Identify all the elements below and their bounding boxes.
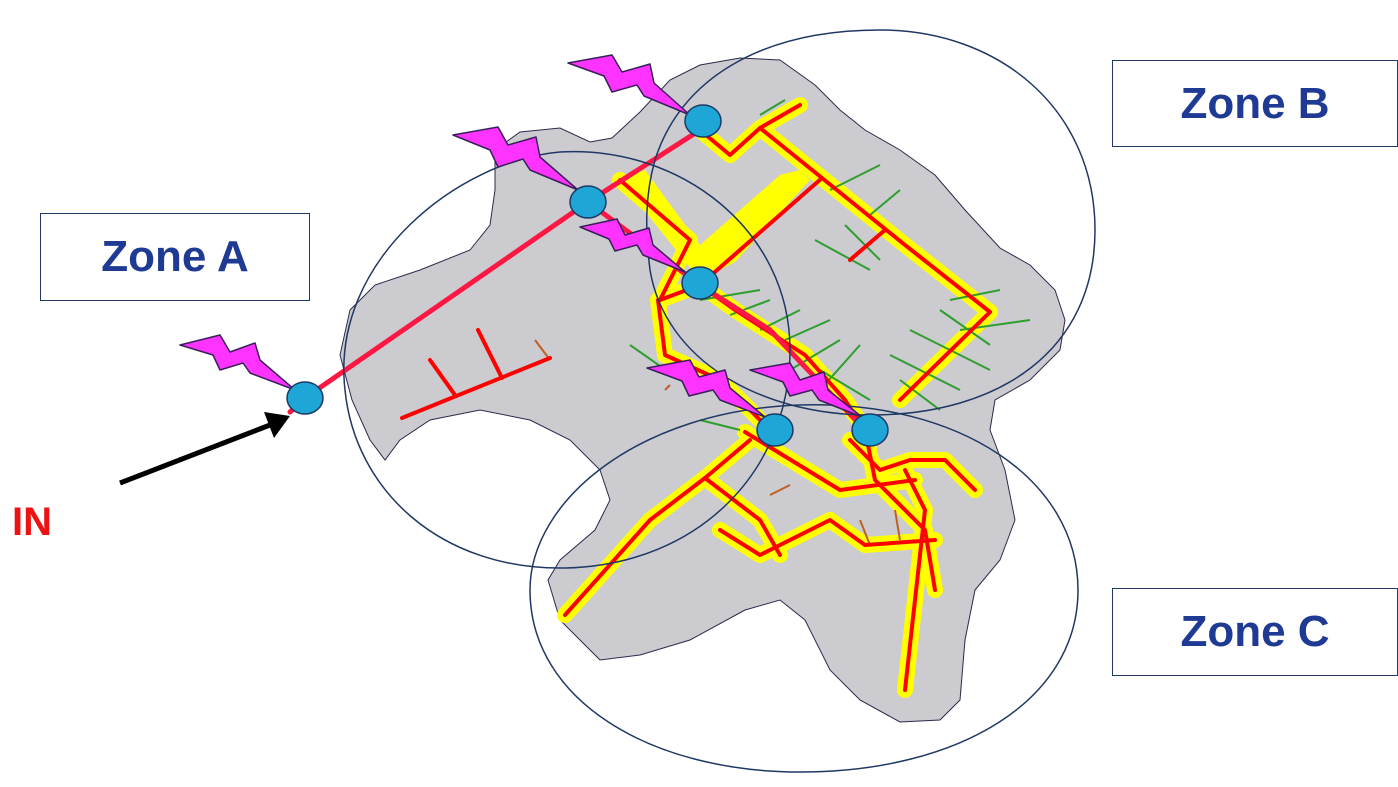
sensor-node-icon bbox=[569, 185, 607, 219]
in-arrow bbox=[119, 412, 290, 486]
service-lines-alt bbox=[534, 339, 901, 546]
highlight-fan bbox=[620, 170, 810, 280]
sensor-node-icon bbox=[684, 104, 722, 138]
zone-b-label: Zone B bbox=[1180, 78, 1330, 128]
zone-c-circle bbox=[529, 404, 1079, 773]
zone-c-label: Zone C bbox=[1180, 607, 1330, 656]
lightning-icon bbox=[179, 334, 296, 391]
zone-a-label: Zone A bbox=[101, 232, 249, 281]
zone-c-label-box: Zone C bbox=[1112, 588, 1398, 676]
zone-a-label-box: Zone A bbox=[40, 213, 310, 301]
zone-circles bbox=[343, 29, 1096, 773]
pipe-network bbox=[400, 103, 992, 692]
sensor-node-icon bbox=[286, 381, 324, 415]
zone-b-label-box: Zone B bbox=[1112, 60, 1398, 147]
zone-a-circle bbox=[343, 150, 791, 569]
sensor-nodes bbox=[286, 104, 889, 447]
sensor-node-icon bbox=[756, 413, 794, 447]
in-label: IN bbox=[12, 500, 52, 544]
arrow-icon bbox=[119, 422, 271, 486]
sensor-node-icon bbox=[681, 266, 719, 300]
sensor-node-icon bbox=[851, 413, 889, 447]
zone-b-circle bbox=[646, 29, 1096, 416]
lightning-icon bbox=[579, 218, 686, 273]
